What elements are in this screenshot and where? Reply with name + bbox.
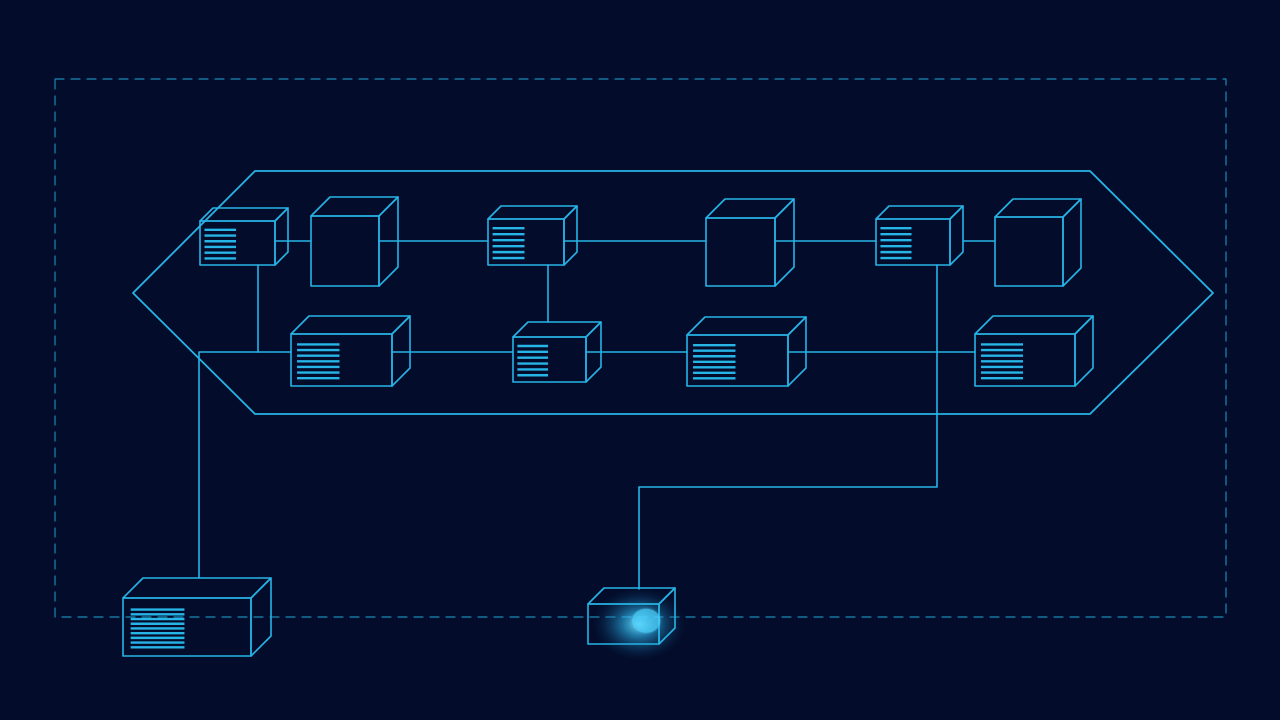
n5-top-face xyxy=(875,205,964,220)
n2-top-face xyxy=(310,196,399,217)
n6-front-face xyxy=(994,216,1064,287)
node-n1 xyxy=(199,207,289,266)
connection-n7-n11 xyxy=(198,351,259,579)
n2-front-face xyxy=(310,215,380,287)
connection-n5-n12 xyxy=(638,264,938,590)
n1-front-face xyxy=(199,220,276,266)
n7-top-face xyxy=(290,315,411,335)
n4-side-face xyxy=(774,198,795,287)
n10-top-face xyxy=(974,315,1094,335)
node-n12 xyxy=(587,587,676,645)
node-n7 xyxy=(290,315,411,387)
n4-front-face xyxy=(705,217,776,287)
dashed-boundary xyxy=(54,78,1227,618)
n4-top-face xyxy=(705,198,795,219)
n1-side-face xyxy=(274,207,289,266)
n6-side-face xyxy=(1062,198,1082,287)
n3-front-face xyxy=(487,218,565,266)
n5-front-face xyxy=(875,218,951,266)
edges-layer xyxy=(198,240,996,590)
boundary-layer xyxy=(54,78,1227,618)
n12-glow-core xyxy=(632,608,661,633)
hexagon-group-outline xyxy=(132,170,1214,415)
node-n6 xyxy=(994,198,1082,287)
n10-side-face xyxy=(1074,315,1094,387)
n1-top-face xyxy=(199,207,289,222)
node-n9 xyxy=(686,316,807,387)
n3-side-face xyxy=(563,205,578,266)
n8-front-face xyxy=(512,336,587,383)
node-n5 xyxy=(875,205,964,266)
node-n2 xyxy=(310,196,399,287)
node-n4 xyxy=(705,198,795,287)
n11-front-face xyxy=(122,597,252,657)
n11-top-face xyxy=(122,577,272,599)
n10-front-face xyxy=(974,333,1076,387)
nodes-layer xyxy=(122,196,1094,660)
node-n11 xyxy=(122,577,272,657)
n6-top-face xyxy=(994,198,1082,218)
node-n10 xyxy=(974,315,1094,387)
n9-top-face xyxy=(686,316,807,336)
group-layer xyxy=(132,170,1214,415)
n7-front-face xyxy=(290,333,393,387)
connection-n1-n7 xyxy=(257,264,292,353)
n3-top-face xyxy=(487,205,578,220)
n7-side-face xyxy=(391,315,411,387)
n9-front-face xyxy=(686,334,789,387)
n5-side-face xyxy=(949,205,964,266)
node-n3 xyxy=(487,205,578,266)
node-n8 xyxy=(512,321,602,383)
